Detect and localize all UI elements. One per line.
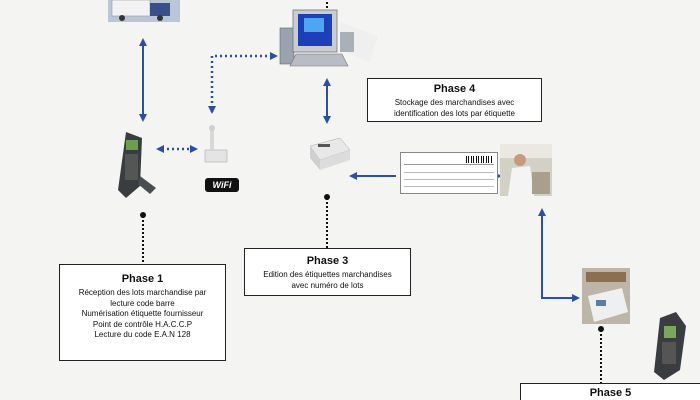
phase4-title: Phase 4 (433, 83, 476, 95)
phase1-line: Réception des lots marchandise par (78, 288, 207, 297)
arrow-worker-storage (538, 208, 580, 302)
phase1-box: Phase 1 Réception des lots marchandise p… (59, 264, 226, 361)
wifi-router-icon (204, 125, 228, 163)
leader-phase5-dot (598, 326, 604, 332)
phase3-line: Edition des étiquettes marchandises (263, 270, 392, 279)
computer-icon (279, 9, 378, 67)
product-label-card (400, 152, 498, 194)
barcode-scanner-icon (118, 132, 156, 198)
phase3-title: Phase 3 (306, 255, 349, 267)
phase5-title: Phase 5 (589, 387, 632, 399)
phase4-box: Phase 4 Stockage des marchandises avec i… (367, 78, 542, 122)
phase1-line: Lecture du code E.A.N 128 (94, 330, 191, 339)
leader-phase3-dot (324, 194, 330, 200)
phase1-line: Numérisation étiquette fournisseur (81, 309, 204, 318)
wifi-text: WiFi (212, 180, 232, 190)
leader-phase1-dot (140, 212, 146, 218)
phase4-line: identification des lots par étiquette (394, 108, 515, 118)
worker-photo-icon (500, 144, 552, 196)
phase1-title: Phase 1 (121, 273, 164, 285)
label-printer-icon (309, 137, 351, 170)
dotted-computer-wifi (208, 52, 278, 114)
phase3-box: Phase 3 Edition des étiquettes marchandi… (244, 248, 411, 296)
scanner-icon (654, 312, 686, 380)
wifi-logo: WiFi (205, 178, 239, 192)
storage-photo-icon (582, 268, 630, 324)
truck-icon (108, 0, 180, 22)
phase1-line: Point de contrôle H.A.C.C.P (92, 319, 193, 329)
phase5-box: Phase 5 (520, 383, 700, 400)
phase3-line: avec numéro de lots (291, 280, 364, 290)
phase4-line: Stockage des marchandises avec (394, 98, 515, 107)
phase1-line: lecture code barre (110, 298, 175, 308)
